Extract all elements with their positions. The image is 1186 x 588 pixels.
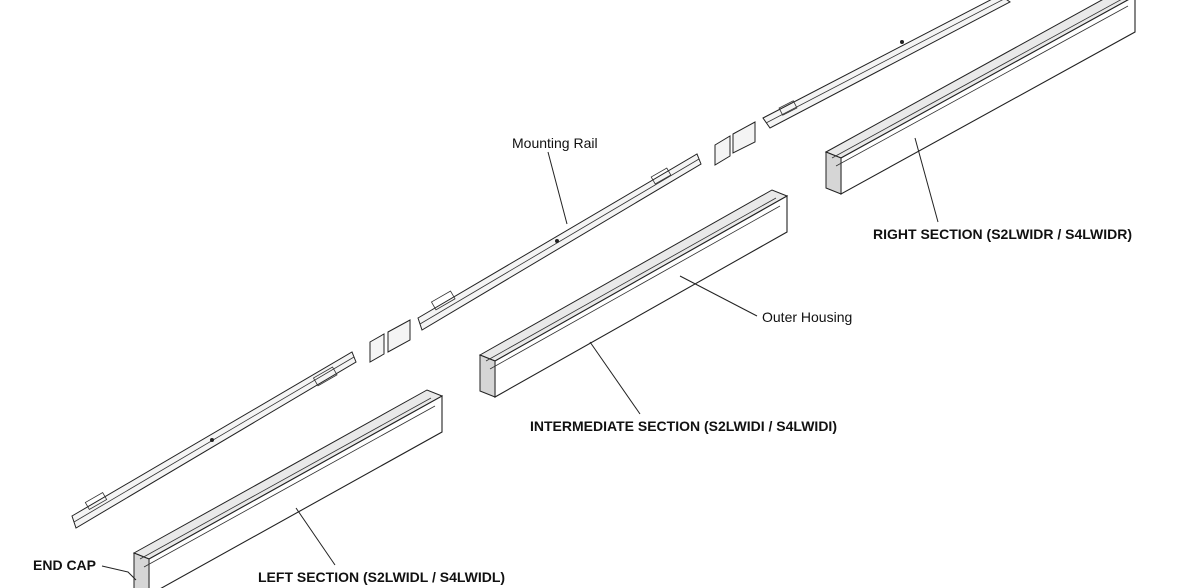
left-section-housing bbox=[132, 389, 444, 588]
label-outer-housing: Outer Housing bbox=[762, 309, 852, 325]
label-end-cap: END CAP bbox=[33, 557, 96, 573]
leader-outer-housing bbox=[679, 275, 758, 317]
leader-intermediate-section bbox=[589, 341, 641, 415]
label-left-section: LEFT SECTION (S2LWIDL / S4LWIDL) bbox=[258, 569, 505, 585]
intermediate-section-housing bbox=[478, 189, 789, 398]
joiner-bracket-upper bbox=[714, 121, 756, 166]
leader-left-section bbox=[295, 507, 336, 566]
right-section-housing bbox=[824, 0, 1136, 195]
leader-right-section bbox=[914, 137, 939, 223]
mounting-rail-upper-right bbox=[762, 0, 1011, 129]
joiner-bracket-lower bbox=[369, 319, 411, 363]
leader-end-cap bbox=[101, 565, 137, 581]
label-intermediate-section: INTERMEDIATE SECTION (S2LWIDI / S4LWIDI) bbox=[530, 418, 837, 434]
leader-mounting-rail bbox=[547, 151, 568, 225]
mounting-rail-middle bbox=[417, 153, 702, 331]
label-right-section: RIGHT SECTION (S2LWIDR / S4LWIDR) bbox=[873, 226, 1132, 242]
mounting-rail-lower-left bbox=[71, 351, 357, 529]
label-mounting-rail: Mounting Rail bbox=[512, 135, 598, 151]
